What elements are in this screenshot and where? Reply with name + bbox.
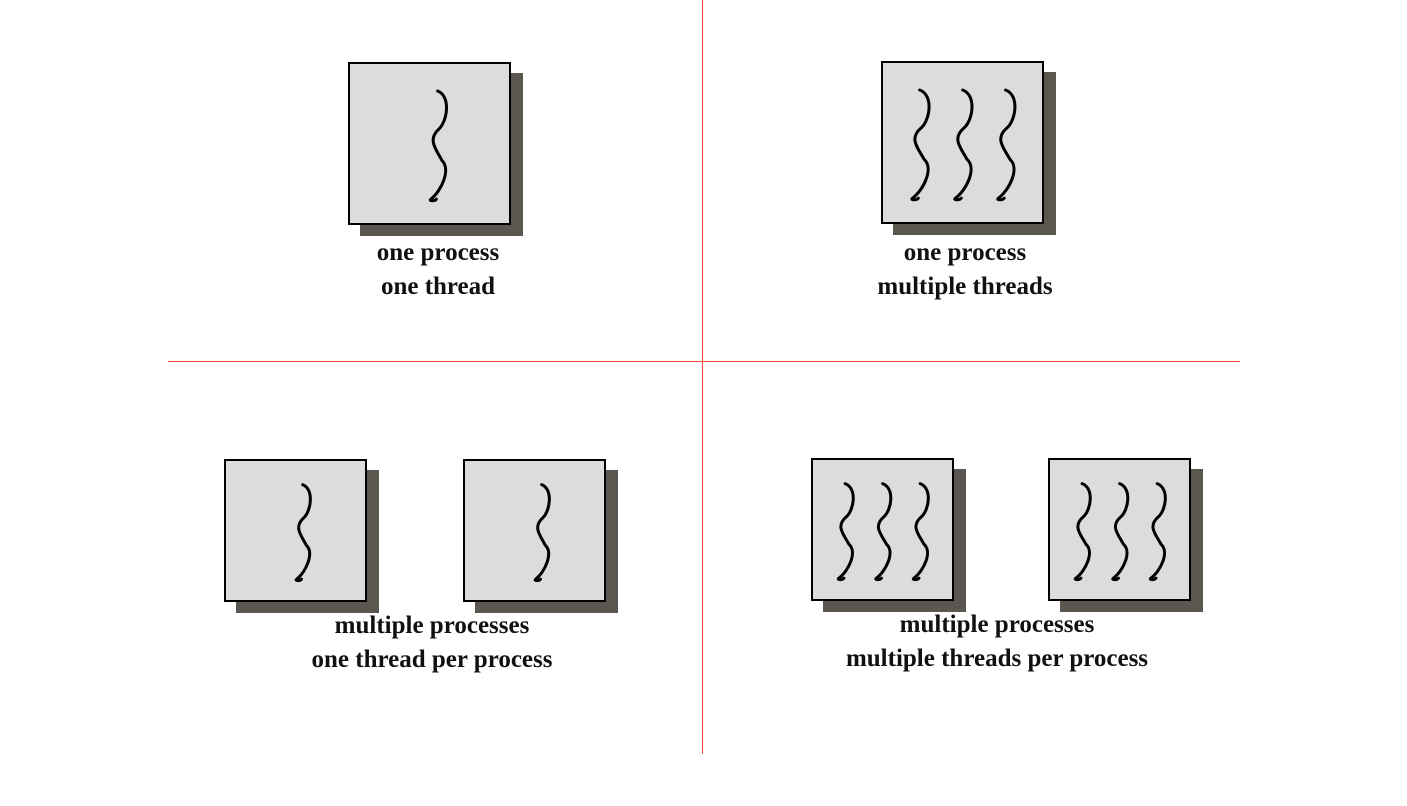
caption-line-2: multiple threads [877,273,1053,300]
caption-one-process-multiple-threads: one process multiple threads [835,236,1095,304]
caption-line-1: one process [376,239,500,266]
thread-squiggle-icon [294,483,312,583]
threads-group [428,89,448,203]
caption-multiple-processes-multiple-threads-per-process: multiple processes multiple threads per … [797,608,1197,676]
caption-line-2: one thread per process [311,646,553,673]
caption-one-process-one-thread: one process one thread [338,236,538,304]
caption-line-1: one process [903,239,1027,266]
thread-squiggle-icon [996,88,1017,202]
thread-squiggle-icon [1148,482,1167,582]
thread-squiggle-icon [428,89,448,203]
caption-multiple-processes-one-thread-per-process: multiple processes one thread per proces… [262,609,602,677]
thread-squiggle-icon [1073,482,1092,582]
process-box [1048,458,1191,601]
threads-group [1073,482,1167,582]
caption-line-2: one thread [380,273,496,300]
threads-group [533,483,551,583]
process-box [811,458,954,601]
vertical-divider [702,0,703,754]
process-box [463,459,606,602]
process-box [348,62,511,225]
thread-squiggle-icon [533,483,551,583]
process-box [881,61,1044,224]
thread-squiggle-icon [910,88,931,202]
threads-group [294,483,312,583]
thread-squiggle-icon [874,482,893,582]
thread-squiggle-icon [953,88,974,202]
thread-squiggle-icon [1111,482,1130,582]
caption-line-2: multiple threads per process [845,645,1149,672]
thread-squiggle-icon [836,482,855,582]
caption-line-1: multiple processes [899,611,1095,638]
threads-group [910,88,1017,202]
process-box [224,459,367,602]
threads-group [836,482,930,582]
caption-line-1: multiple processes [334,612,530,639]
thread-squiggle-icon [911,482,930,582]
horizontal-divider [168,361,1240,362]
